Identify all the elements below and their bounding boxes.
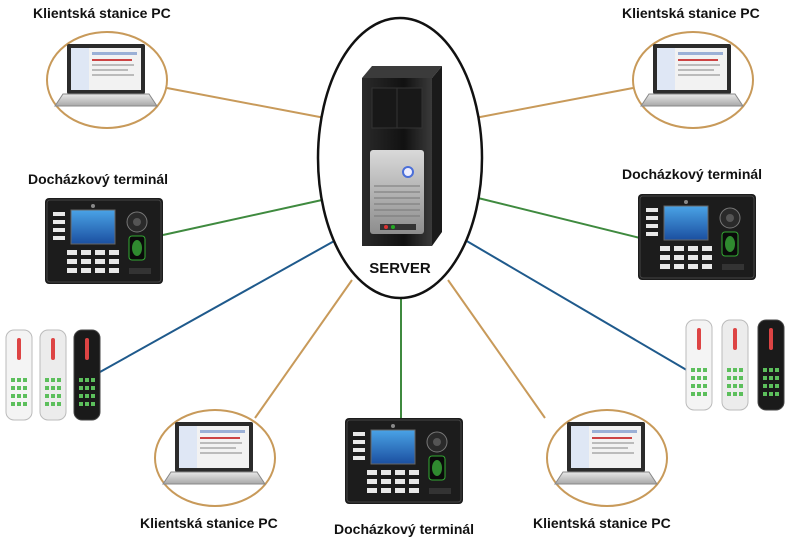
- rfid-card-reader-icon: [39, 329, 67, 421]
- rfid-card-reader-icon: [757, 319, 785, 411]
- laptop-icon: [554, 422, 658, 485]
- attendance-terminal-left: [45, 198, 163, 284]
- server-node: SERVER: [316, 16, 484, 300]
- card-readers-right: [685, 319, 785, 411]
- server-label: SERVER: [369, 260, 431, 277]
- label-terminal-bottom: Docházkový terminál: [334, 521, 475, 537]
- attendance-terminal-right: [638, 194, 756, 280]
- client-pc-bottom-right: [546, 409, 668, 507]
- link-pc-bottom-left: [254, 279, 353, 419]
- label-terminal-right: Docházkový terminál: [622, 166, 763, 182]
- label-pc-bottom-right: Klientská stanice PC: [533, 515, 671, 531]
- label-pc-top-right: Klientská stanice PC: [622, 5, 760, 21]
- attendance-terminal-bottom: [345, 418, 463, 504]
- link-reader-left: [99, 239, 337, 373]
- client-pc-top-right: [632, 31, 754, 129]
- laptop-icon: [162, 422, 266, 485]
- link-terminal-left: [162, 199, 323, 236]
- rfid-card-reader-icon: [5, 329, 33, 421]
- rfid-card-reader-icon: [721, 319, 749, 411]
- label-pc-top-left: Klientská stanice PC: [33, 5, 171, 21]
- link-pc-bottom-right: [447, 279, 546, 419]
- client-pc-bottom-left: [154, 409, 276, 507]
- label-terminal-left: Docházkový terminál: [28, 171, 169, 187]
- link-pc-top-right: [474, 87, 634, 119]
- rfid-card-reader-icon: [73, 329, 101, 421]
- rfid-card-reader-icon: [685, 319, 713, 411]
- attendance-terminal-icon: [45, 198, 163, 284]
- link-reader-right: [464, 239, 691, 373]
- tower-server-icon: [362, 66, 442, 246]
- laptop-icon: [640, 44, 744, 107]
- laptop-icon: [54, 44, 158, 107]
- attendance-terminal-icon: [638, 194, 756, 280]
- label-pc-bottom-left: Klientská stanice PC: [140, 515, 278, 531]
- link-pc-top-left: [166, 87, 326, 119]
- client-pc-top-left: [46, 31, 168, 129]
- connections: [99, 87, 691, 419]
- link-terminal-right: [477, 197, 641, 239]
- attendance-terminal-icon: [345, 418, 463, 504]
- card-readers-left: [5, 329, 101, 421]
